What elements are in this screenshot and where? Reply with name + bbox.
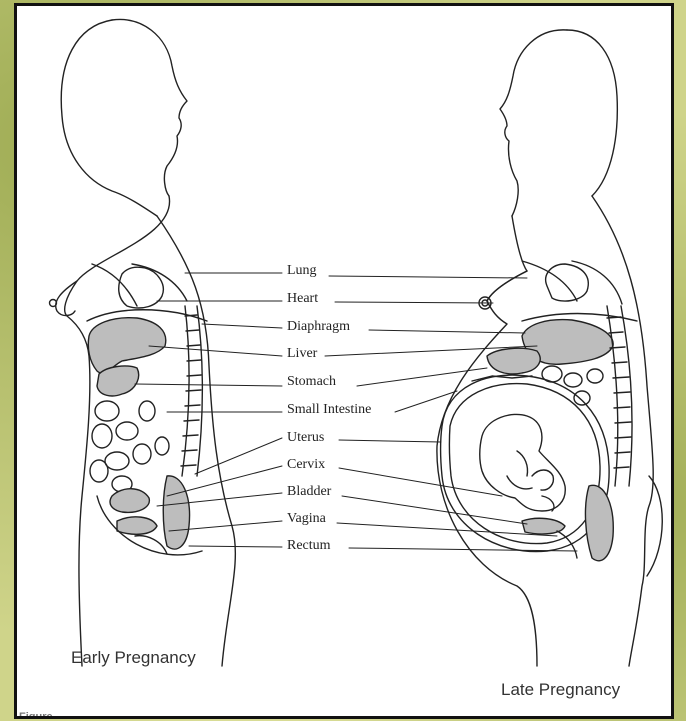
- early-pregnancy-organs: [87, 264, 207, 555]
- label-diaphragm: Diaphragm: [287, 319, 350, 335]
- label-rectum: Rectum: [287, 538, 331, 554]
- caption-late-pregnancy: Late Pregnancy: [501, 680, 620, 700]
- label-small-intestine: Small Intestine: [287, 402, 371, 418]
- label-uterus: Uterus: [287, 430, 324, 446]
- label-liver: Liver: [287, 346, 317, 362]
- label-bladder: Bladder: [287, 484, 331, 500]
- label-cervix: Cervix: [287, 457, 325, 473]
- anatomy-illustration: [17, 6, 674, 719]
- label-stomach: Stomach: [287, 374, 336, 390]
- label-lung: Lung: [287, 263, 317, 279]
- caption-early-pregnancy: Early Pregnancy: [71, 648, 196, 668]
- label-heart: Heart: [287, 291, 318, 307]
- fetus-icon: [480, 414, 566, 511]
- label-vagina: Vagina: [287, 511, 326, 527]
- figure-caption-fragment: Figure: [19, 711, 53, 719]
- figure-frame: Lung Heart Diaphragm Liver Stomach Small…: [14, 3, 674, 719]
